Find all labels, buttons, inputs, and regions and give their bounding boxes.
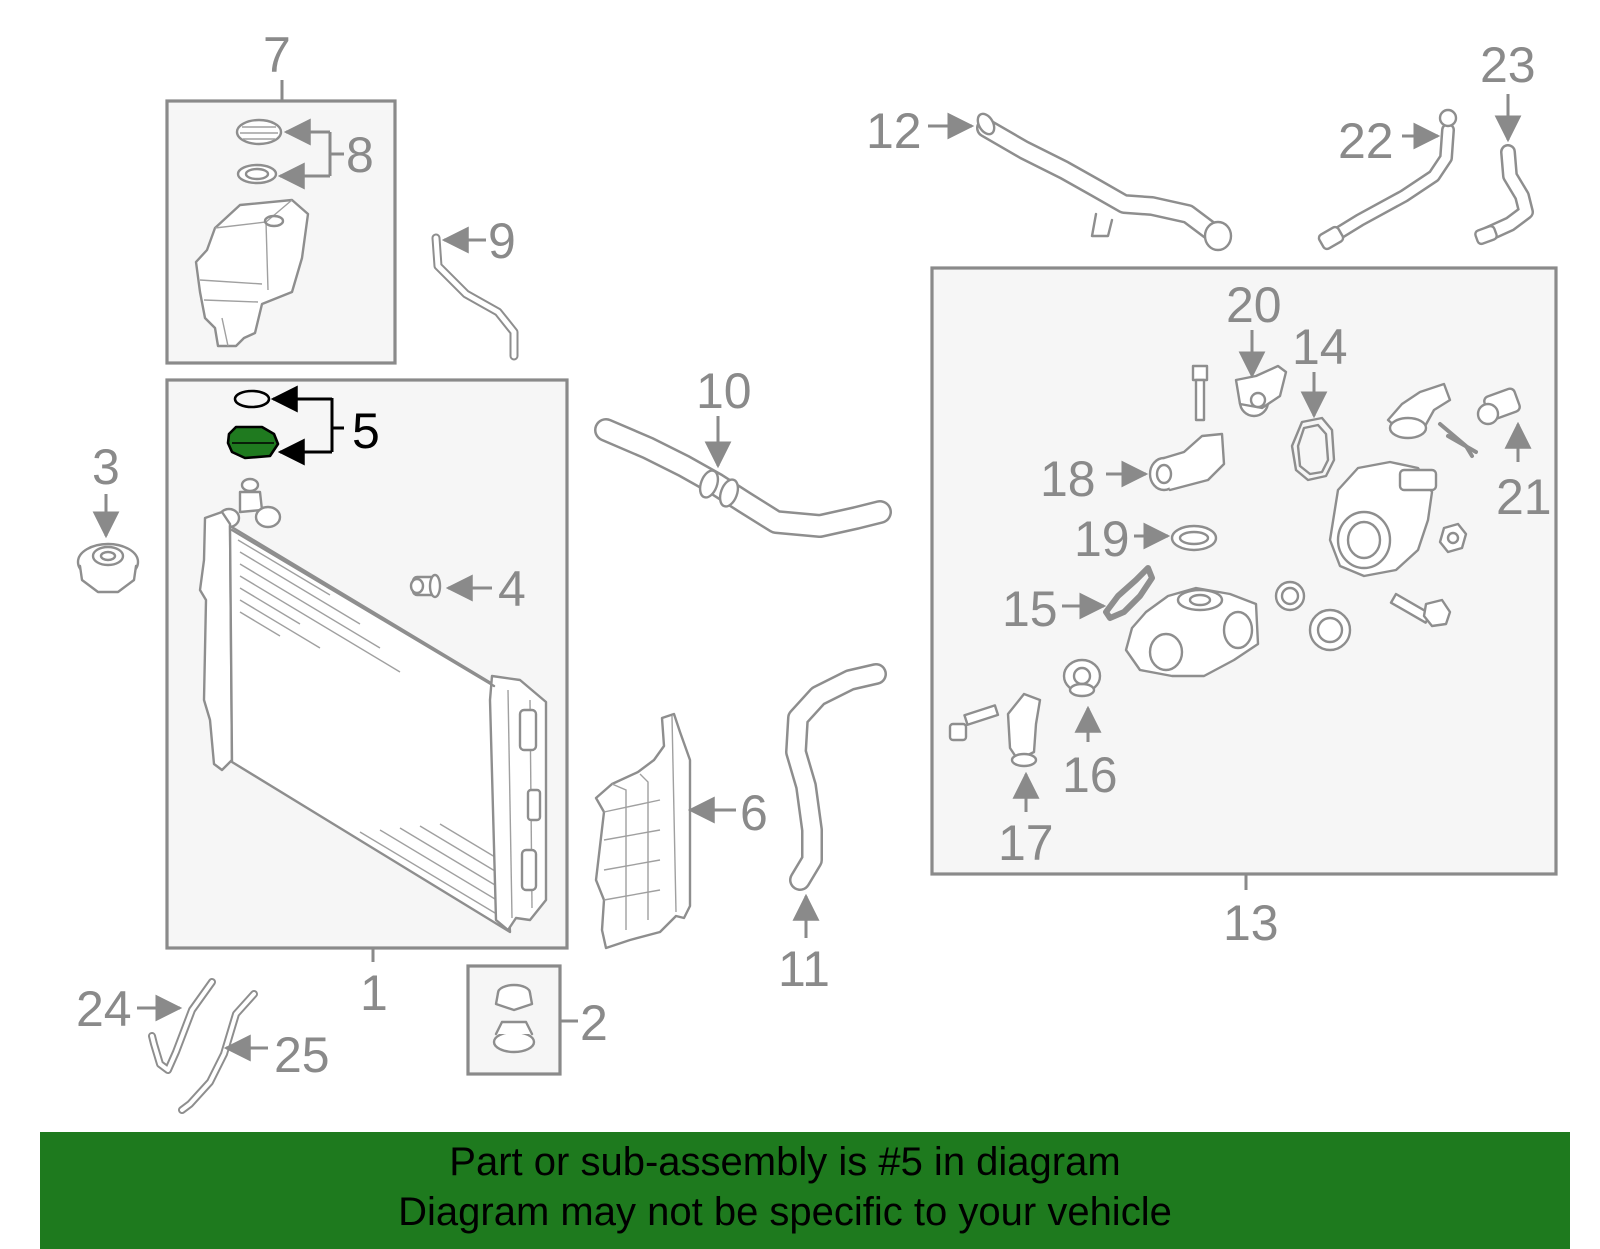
mount-cap-lower (492, 1020, 536, 1054)
info-banner: Part or sub-assembly is #5 in diagram Di… (40, 1132, 1570, 1249)
thermostat-housing (1124, 586, 1260, 678)
callout-22: 22 (1338, 113, 1394, 169)
nut (1438, 522, 1468, 554)
callout-25: 25 (274, 1027, 330, 1083)
temperature-sensor (1234, 364, 1288, 418)
callout-4: 4 (498, 561, 526, 617)
gasket-15 (1103, 565, 1155, 621)
reservoir-tank (194, 198, 310, 348)
callout-14: 14 (1292, 319, 1348, 375)
callout-17: 17 (998, 815, 1054, 871)
callout-16: 16 (1062, 747, 1118, 803)
reservoir-assembly-box: 7 8 (165, 27, 397, 365)
hose-fitting-18 (1148, 432, 1226, 492)
callout-7: 7 (263, 27, 291, 83)
mount-cap-upper (494, 983, 534, 1012)
callout-21: 21 (1496, 469, 1552, 525)
water-outlet-17 (1006, 692, 1042, 768)
thermostat-housing-box: 13 20 14 18 (930, 266, 1558, 951)
radiator (198, 477, 548, 934)
heater-pipe-22 (1317, 108, 1458, 251)
callout-5: 5 (352, 403, 380, 459)
drain-plug (409, 573, 442, 599)
callout-13: 13 (1223, 895, 1279, 951)
callout-11: 11 (778, 941, 830, 997)
hose-25 (178, 990, 258, 1114)
radiator-fins (237, 539, 501, 917)
sensor-21 (1476, 387, 1521, 426)
overflow-hose (431, 233, 519, 361)
banner-text-disclaimer: Diagram may not be specific to your vehi… (398, 1190, 1172, 1234)
callout-8: 8 (346, 127, 374, 183)
radiator-mount-insulator (76, 542, 140, 594)
air-guard-bracket (594, 712, 692, 950)
reservoir-cap (235, 118, 283, 146)
bolt-top (1191, 364, 1209, 422)
radiator-assembly-box: 1 5 (165, 378, 569, 1021)
reservoir-cap-seal (236, 163, 278, 185)
hose-couplings (1274, 580, 1352, 652)
lower-radiator-hose (785, 663, 887, 891)
callout-3: 3 (92, 439, 120, 495)
thermostat-housing-upper (1328, 382, 1452, 578)
gasket-14 (1290, 416, 1336, 482)
callout-15: 15 (1002, 581, 1058, 637)
callout-2: 2 (580, 995, 608, 1051)
bolt-right (1389, 592, 1452, 628)
callout-24: 24 (76, 981, 132, 1037)
callout-9: 9 (488, 213, 516, 269)
hose-24 (148, 978, 216, 1074)
callout-23: 23 (1480, 37, 1536, 93)
radiator-cap-highlighted (226, 425, 280, 460)
thermostat (1062, 658, 1102, 698)
callout-18: 18 (1040, 451, 1096, 507)
callout-10: 10 (696, 363, 752, 419)
hose-23 (1474, 144, 1534, 246)
bolt-bottom-left (948, 704, 1000, 742)
cap-assembly-box: 2 (466, 964, 608, 1076)
o-ring-19 (1170, 524, 1218, 552)
callout-1: 1 (360, 965, 388, 1021)
water-pipe (976, 112, 1233, 252)
callout-20: 20 (1226, 277, 1282, 333)
callout-12: 12 (866, 103, 922, 159)
radiator-cap-seal (233, 389, 271, 409)
banner-text-part: Part or sub-assembly is #5 in diagram (449, 1140, 1121, 1184)
clip (1438, 422, 1478, 458)
callout-19: 19 (1074, 511, 1130, 567)
callout-6: 6 (740, 785, 768, 841)
upper-radiator-hose (594, 418, 892, 538)
